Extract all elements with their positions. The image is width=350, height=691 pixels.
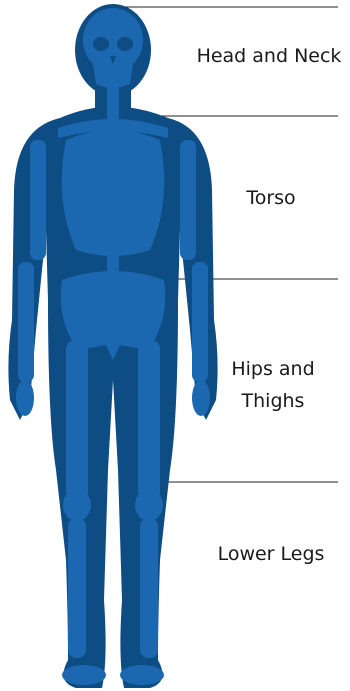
label-head-and-neck: Head and Neck (188, 40, 350, 72)
label-lower-legs: Lower Legs (206, 538, 336, 570)
label-hips-and-thighs: Hips and Thighs (218, 353, 328, 417)
ribcage (62, 130, 164, 256)
skeleton (16, 8, 210, 685)
label-torso: Torso (228, 182, 314, 214)
